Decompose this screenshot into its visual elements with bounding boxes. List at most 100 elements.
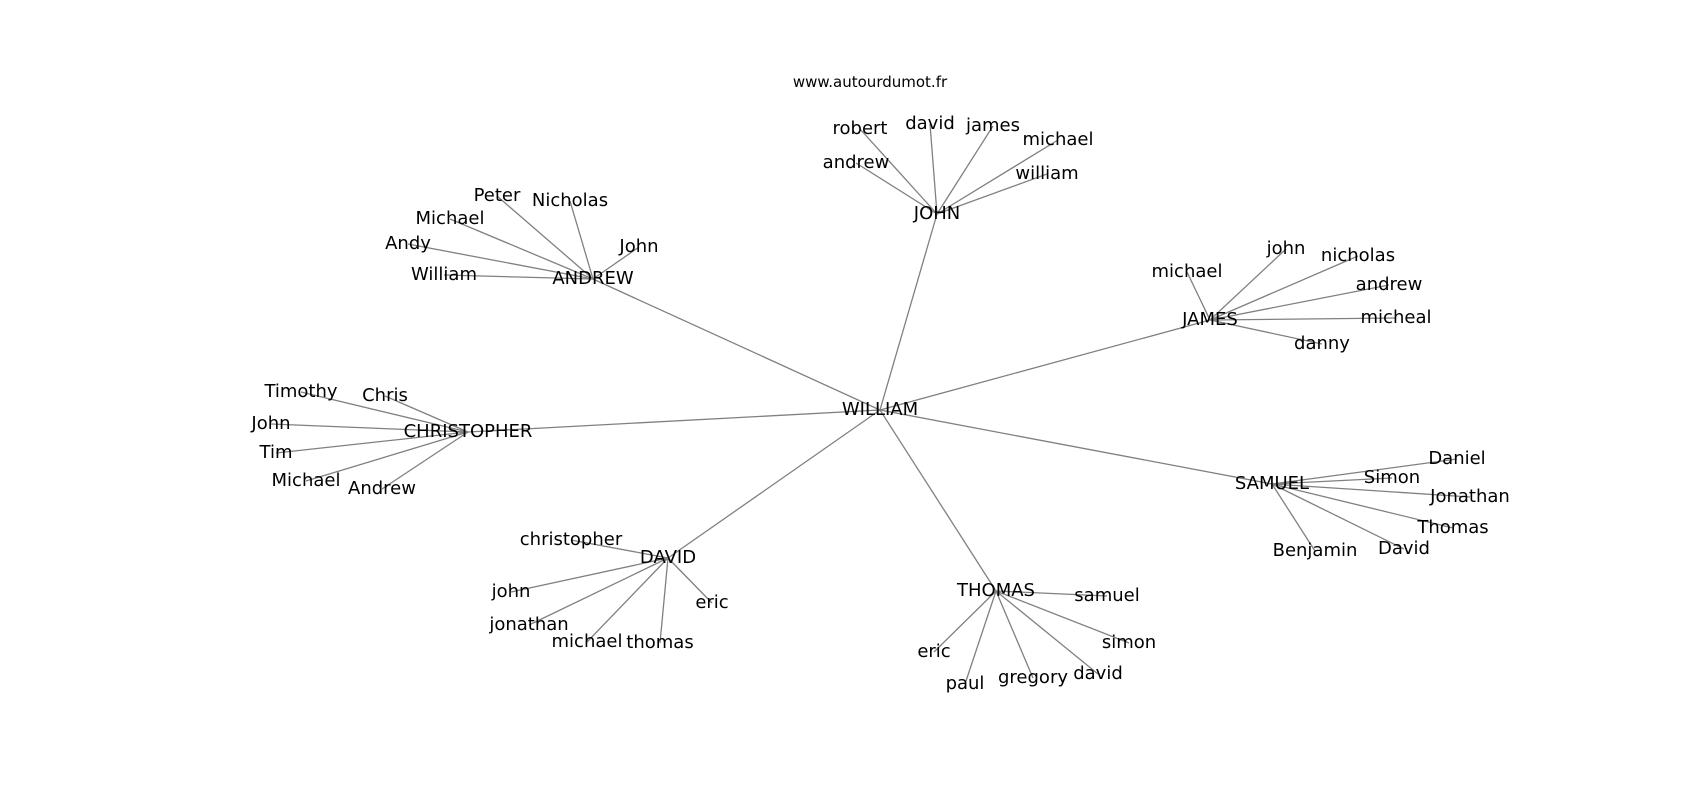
leaf-node-label: eric [695, 592, 729, 613]
leaf-node-label: david [905, 113, 955, 134]
hub-node-label: JAMES [1182, 309, 1238, 330]
edge-james-john [1209, 248, 1287, 321]
edge-john-andrew [855, 162, 938, 215]
leaf-node-label: nicholas [1320, 245, 1396, 266]
edge-john-james [936, 125, 994, 215]
leaf-node-label: Thomas [1417, 517, 1489, 538]
site-credit: www.autourdumot.fr [792, 73, 948, 91]
edge-center-john [879, 213, 938, 411]
leaf-node-label: danny [1294, 333, 1350, 354]
edge-thomas-paul [964, 590, 997, 685]
leaf-node-label: christopher [519, 529, 623, 550]
edge-john-michael [936, 139, 1059, 215]
edge-center-christopher [467, 409, 881, 433]
edge-john-william [936, 173, 1048, 215]
edge-david-christopher [570, 539, 669, 559]
leaf-node-label: David [1378, 538, 1430, 559]
leaf-node-label: Chris [362, 385, 408, 406]
leaf-node-label: Daniel [1428, 448, 1486, 469]
edge-james-danny [1209, 319, 1323, 345]
leaf-node-label: Michael [271, 470, 341, 491]
edge-james-nicholas [1209, 255, 1359, 321]
edge-andrew-john [592, 246, 640, 280]
hub-node-label: JOHN [913, 203, 961, 224]
leaf-node-label: John [619, 236, 659, 257]
leaf-node-label: paul [945, 673, 985, 694]
edge-christopher-michael [305, 431, 469, 482]
edge-center-james [879, 319, 1211, 411]
leaf-node-label: samuel [1074, 585, 1140, 606]
hub-node-label: DAVID [639, 547, 697, 568]
leaf-node-label: eric [917, 641, 951, 662]
hub-node-label: THOMAS [957, 580, 1035, 601]
edge-christopher-chris [384, 395, 469, 433]
leaf-node-label: jonathan [489, 614, 569, 635]
leaf-node-label: gregory [998, 667, 1068, 688]
leaf-node-label: john [491, 581, 531, 602]
edge-thomas-eric [933, 590, 997, 653]
leaf-node-label: micheal [1360, 307, 1432, 328]
edge-samuel-thomas [1271, 483, 1454, 529]
center-node-label: WILLIAM [841, 399, 919, 420]
edge-john-david [929, 123, 938, 215]
leaf-node-label: andrew [822, 152, 890, 173]
edge-center-david [667, 409, 881, 559]
edge-james-micheal [1209, 317, 1397, 321]
edge-david-john [510, 557, 669, 593]
leaf-node-label: Jonathan [1430, 486, 1510, 507]
edge-john-robert [859, 128, 938, 215]
edge-thomas-samuel [995, 590, 1108, 597]
edge-andrew-andy [407, 243, 594, 280]
leaf-node-label: john [1266, 238, 1306, 259]
edge-christopher-timothy [300, 391, 469, 433]
edge-james-andrew [1209, 284, 1390, 321]
edge-samuel-simon [1271, 477, 1393, 485]
edge-andrew-nicholas [569, 200, 594, 280]
leaf-node-label: Peter [473, 185, 521, 206]
leaf-node-label: david [1073, 663, 1123, 684]
leaf-node-label: robert [832, 118, 888, 139]
edge-christopher-andrew [381, 431, 469, 490]
edge-samuel-daniel [1271, 458, 1458, 485]
edge-samuel-david [1271, 483, 1405, 550]
leaf-node-label: Michael [415, 208, 485, 229]
leaf-node-label: Simon [1363, 467, 1421, 488]
leaf-node-label: Benjamin [1272, 540, 1358, 561]
edge-david-jonathan [528, 557, 669, 626]
leaf-node-label: james [965, 115, 1021, 136]
leaf-node-label: michael [1151, 261, 1223, 282]
edge-andrew-peter [496, 195, 594, 280]
edge-center-andrew [592, 278, 881, 411]
leaf-node-label: Timothy [264, 381, 338, 402]
edge-andrew-michael [449, 218, 594, 280]
leaf-node-label: michael [1022, 129, 1094, 150]
leaf-node-label: Tim [259, 442, 293, 463]
hub-node-label: SAMUEL [1234, 473, 1310, 494]
leaf-node-label: william [1015, 163, 1079, 184]
edge-david-michael [586, 557, 669, 643]
edge-thomas-david [995, 590, 1099, 675]
edge-christopher-tim [275, 431, 469, 454]
leaf-node-label: Andrew [348, 478, 416, 499]
leaf-node-label: andrew [1355, 274, 1423, 295]
leaf-node-label: michael [551, 631, 623, 652]
edge-samuel-jonathan [1271, 483, 1471, 498]
edge-david-eric [667, 557, 713, 604]
edge-center-samuel [879, 409, 1273, 485]
edge-christopher-john [270, 423, 469, 433]
edge-david-thomas [659, 557, 669, 644]
edge-thomas-gregory [995, 590, 1034, 679]
leaf-node-label: simon [1101, 632, 1157, 653]
leaf-node-label: Andy [385, 233, 431, 254]
hub-node-label: ANDREW [552, 268, 634, 289]
hub-node-label: CHRISTOPHER [403, 421, 533, 442]
edge-thomas-simon [995, 590, 1130, 644]
leaf-node-label: John [251, 413, 291, 434]
leaf-node-label: William [411, 264, 477, 285]
edge-center-thomas [879, 409, 997, 592]
edge-samuel-benjamin [1271, 483, 1316, 552]
edge-james-michael [1186, 271, 1211, 321]
leaf-node-label: Nicholas [531, 190, 609, 211]
